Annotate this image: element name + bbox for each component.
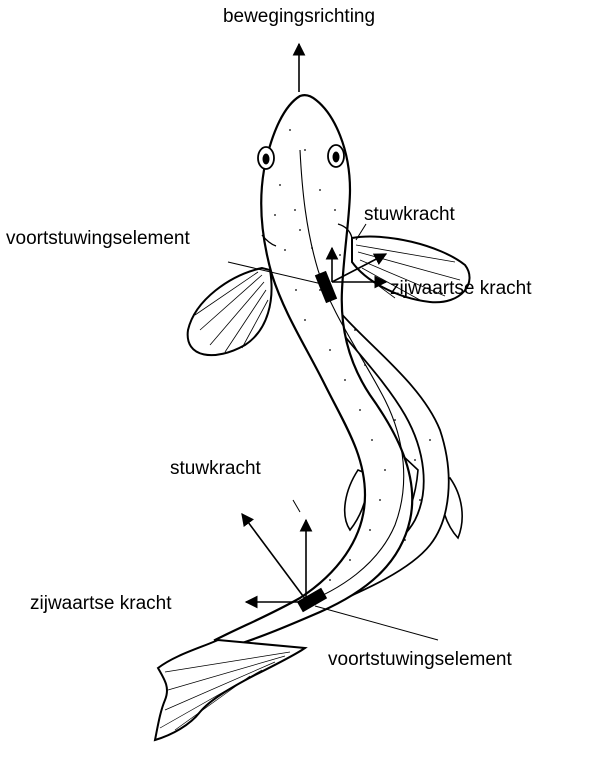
thrust-label-top: stuwkracht: [364, 204, 456, 225]
right-eye: [328, 145, 344, 167]
propulsion-label-top: voortstuwingselement: [6, 228, 190, 249]
thrust-label-bottom: stuwkracht: [170, 458, 262, 479]
direction-label: bewegingsrichting: [223, 6, 375, 27]
propulsion-label-bottom: voortstuwingselement: [328, 649, 512, 670]
lateral-label-bottom: zijwaartse kracht: [30, 593, 172, 614]
resultant-arrow-bottom: [242, 514, 306, 600]
thrust-leader-bottom: [293, 500, 300, 512]
lateral-label-top: zijwaartse kracht: [390, 278, 532, 299]
propulsion-leader-bottom: [315, 606, 438, 640]
left-eye: [258, 147, 274, 169]
